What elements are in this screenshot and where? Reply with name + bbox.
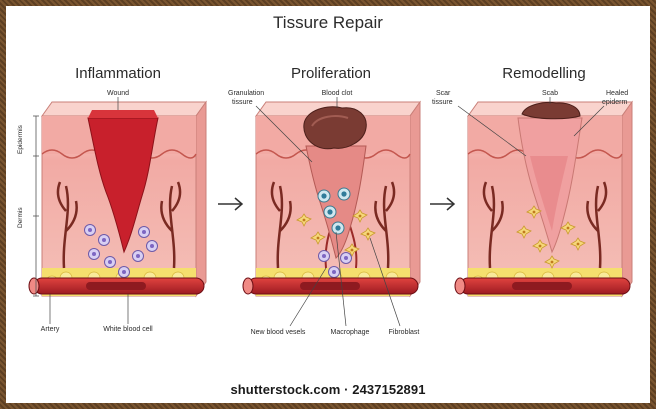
arrow-right-icon <box>430 198 454 210</box>
label-new-blood-vessels: New blood vesels <box>251 329 306 336</box>
blood-clot <box>304 107 366 149</box>
label-scab: Scab <box>542 90 558 97</box>
label-dermis: Dermis <box>17 207 24 228</box>
heading-inflammation: Inflammation <box>75 65 161 82</box>
panel-remodelling: Scab Scar tissure Healed epiderm <box>432 90 632 296</box>
label-scar: Scar <box>436 90 451 97</box>
label-scar-tissue: tissure <box>432 99 453 106</box>
label-healed: Healed <box>606 90 628 97</box>
label-granulation: Granulation <box>228 90 264 97</box>
watermark: shutterstock.com · 2437152891 <box>0 382 656 397</box>
artery <box>29 278 204 294</box>
label-epidermis: Epidermis <box>17 124 24 154</box>
tissue-repair-diagram: Tissure Repair Inflammation Proliferatio… <box>6 6 650 403</box>
heading-proliferation: Proliferation <box>291 65 371 82</box>
label-white-blood-cell: White blood cell <box>103 326 153 333</box>
label-wound: Wound <box>107 90 129 97</box>
panel-proliferation: Blood clot Granulation tissure New blood… <box>228 90 420 336</box>
label-healed-epidermis: epiderm <box>602 99 627 106</box>
diagram-title: Tissure Repair <box>273 13 383 32</box>
label-granulation-tissue: tissure <box>232 99 253 106</box>
panel-inflammation: Epidermis Dermis Wound Artery White bloo… <box>17 90 206 333</box>
arrow-right-icon <box>218 198 242 210</box>
label-artery: Artery <box>41 326 60 333</box>
label-blood-clot: Blood clot <box>322 90 353 97</box>
label-macrophage: Macrophage <box>331 329 370 336</box>
heading-remodelling: Remodelling <box>502 65 585 82</box>
layer-scale <box>33 116 39 296</box>
label-fibroblast: Fibroblast <box>389 329 420 336</box>
